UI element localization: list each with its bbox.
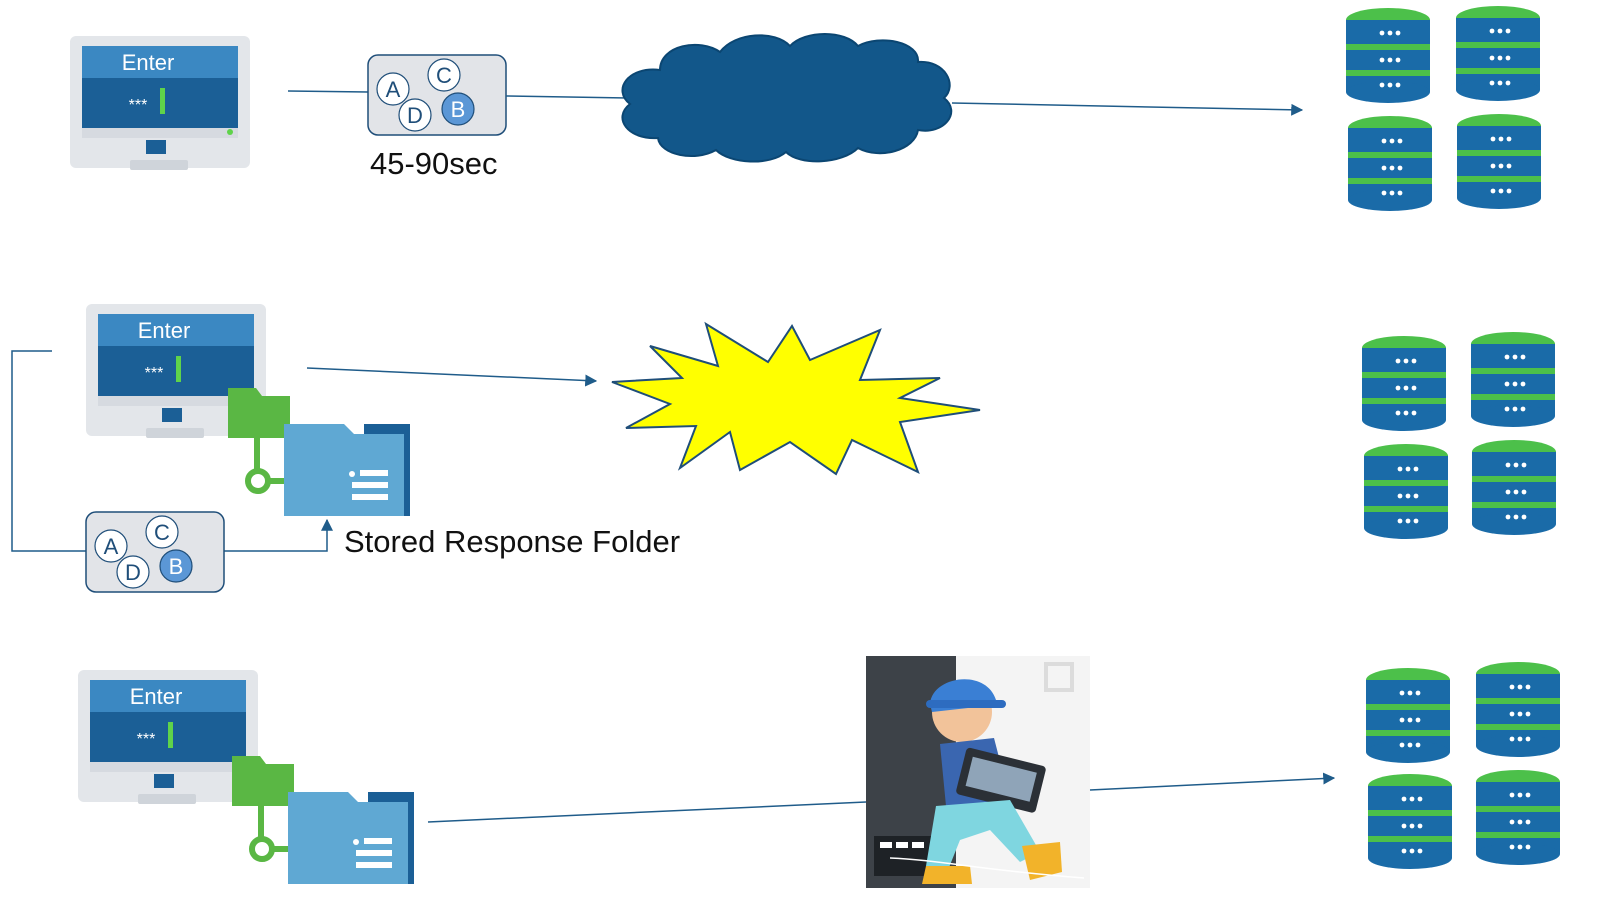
timing-label: 45-90sec (370, 146, 498, 181)
row-2: Enter *** A C D B Stored Response Folder (11, 304, 1556, 593)
row-1: Enter *** A C D B 45-90sec (70, 6, 1541, 211)
option-a: A (386, 77, 401, 102)
answer-options-box: A C D B (367, 54, 507, 136)
password-mask: *** (129, 97, 148, 114)
shared-folder-icon (232, 756, 414, 884)
shared-folder-icon (228, 388, 410, 516)
server-cluster-icon (1346, 6, 1541, 211)
connector-line (287, 90, 369, 93)
loop-connector (11, 350, 86, 552)
arrow-to-servers (1089, 772, 1336, 791)
answer-options-box: A C D B (85, 511, 225, 593)
computer-monitor-icon: Enter *** (86, 304, 266, 438)
option-b: B (169, 554, 184, 579)
cloud-icon (621, 33, 953, 163)
option-a: A (104, 534, 119, 559)
option-c: C (436, 63, 452, 88)
enter-label: Enter (138, 318, 191, 343)
explosion-icon (611, 321, 981, 476)
option-c: C (154, 520, 170, 545)
connector-line (505, 95, 629, 99)
stored-response-folder-label: Stored Response Folder (344, 524, 680, 559)
technician-icon (866, 656, 1090, 888)
option-d: D (407, 103, 423, 128)
computer-monitor-icon: Enter *** (78, 670, 258, 804)
arrow-to-failure (306, 367, 598, 387)
connector-line (427, 801, 867, 823)
arrow-to-servers (951, 102, 1304, 116)
password-mask: *** (145, 365, 164, 382)
computer-monitor-icon: Enter *** (70, 36, 250, 170)
server-cluster-icon (1362, 332, 1556, 539)
row-3: Enter *** (78, 656, 1560, 888)
server-cluster-icon (1366, 662, 1560, 869)
option-b: B (451, 97, 466, 122)
enter-label: Enter (130, 684, 183, 709)
arrow-to-folder (223, 518, 333, 552)
enter-label: Enter (122, 50, 175, 75)
password-mask: *** (137, 731, 156, 748)
option-d: D (125, 560, 141, 585)
